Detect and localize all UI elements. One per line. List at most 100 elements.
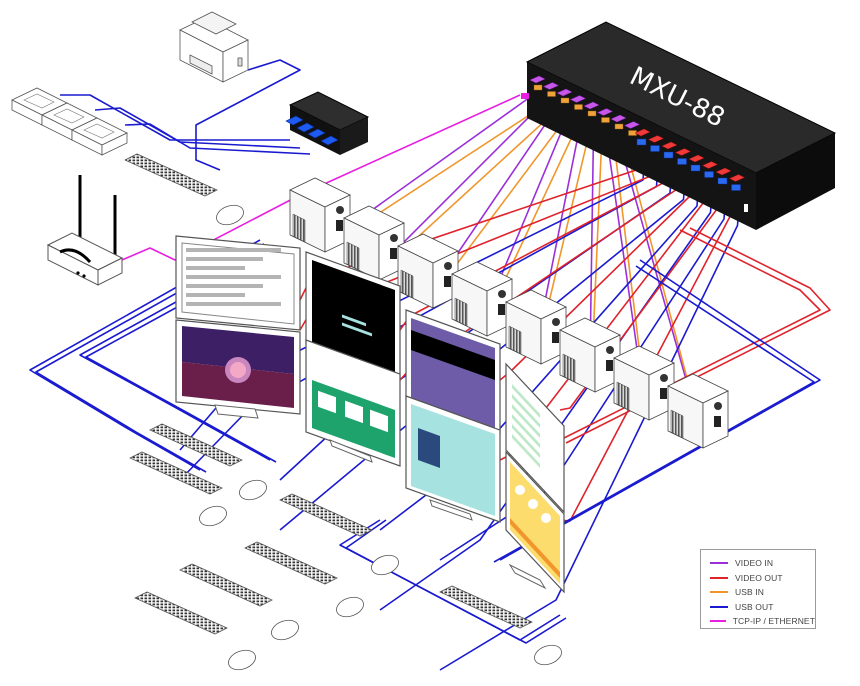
pc-grille [616,381,630,411]
text-line [186,266,245,270]
mouse [216,204,244,226]
computer-towers [289,177,729,449]
video-out-port [688,154,705,163]
fan-icon [336,206,344,214]
orange-band [510,518,560,578]
usb-in-port [574,104,583,110]
usb-out-port [663,151,674,159]
fan-icon [444,262,452,270]
dot-icon [515,485,525,495]
video-in-port [596,108,614,116]
workstation-monitors [175,235,565,594]
mouse [199,505,227,527]
pc-port-panel [714,416,721,427]
fan-icon [606,346,614,354]
text-line [186,302,281,306]
legend-item-video-out: VIDEO OUT [710,571,815,586]
pc-grille [562,353,576,383]
ethernet-port [521,93,529,99]
text-line [512,434,540,468]
video-in-port [583,101,600,110]
keyboard [129,451,223,495]
usb-out-port [717,177,728,185]
usb-in-port [533,84,543,91]
mouse [228,649,256,671]
usb-out-port [690,164,701,172]
usb-in-port [587,110,597,117]
keyboard [179,563,273,607]
text-line [512,394,540,428]
usb-out-cable [493,265,815,563]
video-in-port [623,121,641,129]
legend-item-usb-in: USB IN [710,585,815,600]
screen-frame [181,242,295,325]
text-line [186,293,245,297]
ethernet-cable [121,94,521,261]
pc-tower [289,177,351,253]
usb-out-cable [35,243,265,473]
video-in-port [556,88,573,97]
legend-swatch [710,605,728,608]
usb-out-cable [345,519,567,644]
pc-tower [397,233,459,309]
video-out-port [715,167,732,176]
usb-out-cable [124,123,311,155]
keyboard [124,153,218,197]
pc-port-panel [606,360,613,371]
usb-out-port [636,138,647,146]
drive-front [101,132,128,156]
legend-label: USB IN [735,587,764,598]
dot-icon [528,499,538,509]
printer [179,11,249,83]
usb-out-port [704,171,714,178]
monitor-stand [214,404,259,419]
drive-icon [53,108,85,124]
usb-hub [285,91,370,155]
mouse [371,554,399,576]
fan-icon [390,234,398,242]
keyboard [134,591,228,635]
legend-item-ethernet: TCP-IP / ETHERNET [710,614,815,629]
text-line [512,384,540,418]
legend-swatch [710,591,728,594]
sunset-sky [182,326,294,374]
usb-out-cable [60,94,290,141]
text-line [512,424,540,458]
card [318,390,336,414]
pc-port-panel [444,276,451,287]
video-out-port [728,174,746,182]
pc-tower [343,205,405,281]
sun-icon [230,362,246,378]
pc-grille [454,297,468,327]
pc-port-panel [660,388,667,399]
video-in-port [610,114,627,123]
fan-icon [498,290,506,298]
text-line [186,275,281,279]
video-out-port [661,141,678,150]
usb-out-port [677,158,687,165]
mouse [336,596,364,618]
text-line [186,248,281,252]
legend-label: VIDEO OUT [735,572,783,583]
pc-grille [400,269,414,299]
usb-in-port [601,117,610,123]
pc-port-panel [552,332,559,343]
video-out-port [647,135,665,143]
fan-icon [552,318,560,326]
drive-icon [83,123,115,139]
legend-label: TCP-IP / ETHERNET [732,616,815,627]
usb-in-port [614,123,624,130]
drive-icon [23,93,55,109]
monitor-stand [329,439,373,463]
dark-web-page [312,260,395,372]
usb-out-cable [195,59,301,171]
monitor-stand [508,563,547,590]
pc-grille [292,213,306,243]
usb-out-port [731,184,741,191]
text-line [342,314,366,327]
text-line [342,322,372,337]
video-in-port [569,95,587,103]
fan-icon [660,374,668,382]
keyboards-and-mice [124,153,562,671]
cyan-web-page [411,404,495,516]
